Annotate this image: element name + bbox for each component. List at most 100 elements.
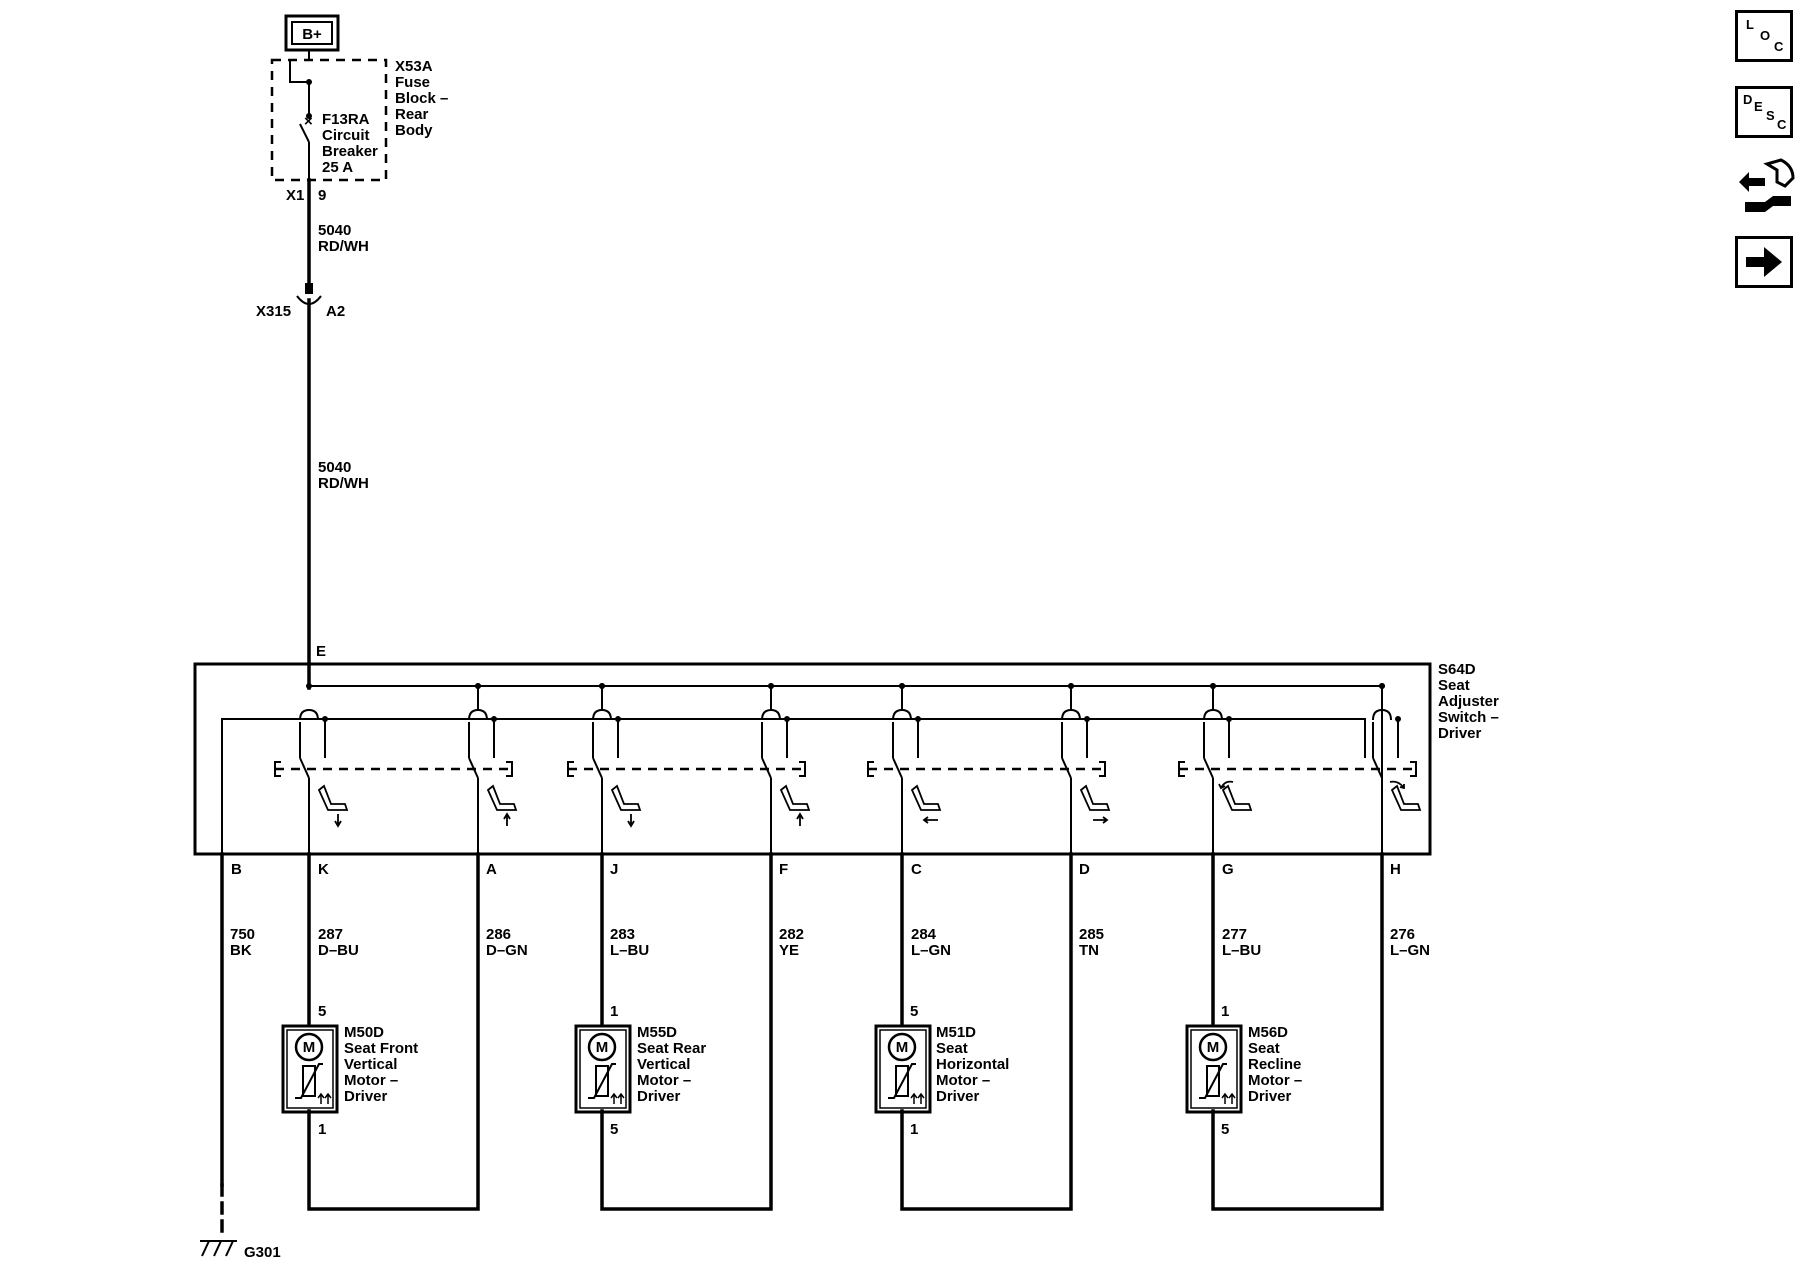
svg-text:M56D: M56D (1248, 1024, 1288, 1041)
svg-text:Seat Front: Seat Front (344, 1040, 418, 1057)
svg-text:Driver: Driver (637, 1088, 681, 1105)
svg-text:Breaker: Breaker (322, 143, 378, 160)
svg-text:F: F (779, 861, 788, 878)
switch-feed-pin: E (316, 643, 326, 660)
connector-repair-icon[interactable] (1735, 152, 1797, 218)
motor-body-inner (579, 1029, 627, 1109)
svg-text:5: 5 (910, 1003, 918, 1020)
motor-return-wire (1211, 852, 1384, 1211)
svg-text:5: 5 (610, 1121, 618, 1138)
svg-text:276: 276 (1390, 926, 1415, 943)
svg-text:Motor –: Motor – (344, 1072, 398, 1089)
bus-junction-dot (599, 683, 605, 689)
seat-left-icon (910, 784, 942, 824)
svg-text:Motor –: Motor – (936, 1072, 990, 1089)
battery-positive-source: B+ (284, 14, 340, 52)
fuse-block-outline (270, 58, 388, 182)
svg-text:Driver: Driver (344, 1088, 388, 1105)
fuse-pin-label: 9 (318, 187, 326, 204)
motor-body (574, 1024, 632, 1114)
switch-blade (468, 757, 479, 779)
svg-text:Body: Body (395, 122, 433, 139)
svg-text:J: J (610, 861, 618, 878)
switch-link-bracket-right (799, 761, 806, 777)
seat-recline-fwd-icon (1389, 780, 1422, 811)
next-arrow-icon[interactable] (1735, 236, 1793, 288)
breaker-thermal-mark: × (304, 113, 313, 130)
motor-body (874, 1024, 932, 1114)
svg-text:Driver: Driver (1438, 725, 1482, 742)
svg-text:284: 284 (911, 926, 937, 943)
svg-text:1: 1 (1221, 1003, 1229, 1020)
motor-return-wire (307, 852, 480, 1211)
ground-symbol (200, 1240, 237, 1257)
position-sensor-resistor (302, 1065, 316, 1097)
svg-text:Motor –: Motor – (1248, 1072, 1302, 1089)
svg-text:Vertical: Vertical (637, 1056, 690, 1073)
svg-text:285: 285 (1079, 926, 1104, 943)
inline-connector-pin: A2 (326, 303, 345, 320)
svg-text:1: 1 (610, 1003, 618, 1020)
seat-recline-back-icon (1218, 780, 1253, 811)
svg-text:F13RA: F13RA (322, 111, 370, 128)
power-label: B+ (302, 26, 322, 43)
svg-text:B: B (231, 861, 242, 878)
position-sensor-resistor (895, 1065, 909, 1097)
hall-arrows (317, 1092, 332, 1104)
bus-junction-dot (306, 683, 312, 689)
switch-label: S64D Seat Adjuster Switch – Driver (1438, 661, 1499, 742)
seat-up-icon (779, 784, 811, 826)
svg-text:K: K (318, 861, 329, 878)
ground-label: G301 (244, 1244, 281, 1261)
sensor-wiper (888, 1063, 916, 1099)
feed-wire-color-2: RD/WH (318, 475, 369, 492)
bus-junction-dot (1210, 683, 1216, 689)
ground-wire-color: BK (230, 942, 252, 959)
svg-text:D–GN: D–GN (486, 942, 528, 959)
switch-contact-hook (1372, 708, 1392, 721)
switch-blade (892, 757, 903, 779)
motor-return-wire (600, 852, 773, 1211)
svg-text:Adjuster: Adjuster (1438, 693, 1499, 710)
switch-blade (761, 757, 772, 779)
svg-text:S64D: S64D (1438, 661, 1476, 678)
svg-text:Vertical: Vertical (344, 1056, 397, 1073)
switch-contact-hook (1203, 708, 1223, 721)
hall-arrows (610, 1092, 625, 1104)
svg-text:Driver: Driver (936, 1088, 980, 1105)
bus-junction-dot (1068, 683, 1074, 689)
motor-body-inner (286, 1029, 334, 1109)
svg-text:286: 286 (486, 926, 511, 943)
svg-text:287: 287 (318, 926, 343, 943)
circuit-breaker-symbol: × (289, 60, 313, 180)
svg-text:TN: TN (1079, 942, 1099, 959)
desc-icon[interactable]: D E S C (1735, 86, 1793, 138)
loc-icon[interactable]: L O C (1735, 10, 1793, 62)
motor-circle (887, 1032, 917, 1062)
bus-junction-dot (768, 683, 774, 689)
motor-body (1185, 1024, 1243, 1114)
svg-text:A: A (486, 861, 497, 878)
feed-wire-circuit-2: 5040 (318, 459, 351, 476)
svg-text:M55D: M55D (637, 1024, 677, 1041)
bus-junction-dot (899, 683, 905, 689)
switch-blade (299, 757, 310, 779)
svg-text:Seat Rear: Seat Rear (637, 1040, 706, 1057)
fuse-block-label: X53A Fuse Block – Rear Body (395, 58, 448, 139)
svg-text:25 A: 25 A (322, 159, 353, 176)
svg-text:G: G (1222, 861, 1234, 878)
motor-body-inner (1190, 1029, 1238, 1109)
switch-motor-group-3: M (867, 683, 1111, 1211)
bus-junction-dot (475, 683, 481, 689)
svg-text:L–BU: L–BU (1222, 942, 1261, 959)
svg-text:Rear: Rear (395, 106, 429, 123)
seat-up-icon (486, 784, 518, 826)
motor-circle (587, 1032, 617, 1062)
bus-junction-dot (1379, 683, 1385, 689)
feed-wire-circuit-1: 5040 (318, 222, 351, 239)
svg-text:Block –: Block – (395, 90, 448, 107)
svg-text:5: 5 (318, 1003, 326, 1020)
svg-text:283: 283 (610, 926, 635, 943)
